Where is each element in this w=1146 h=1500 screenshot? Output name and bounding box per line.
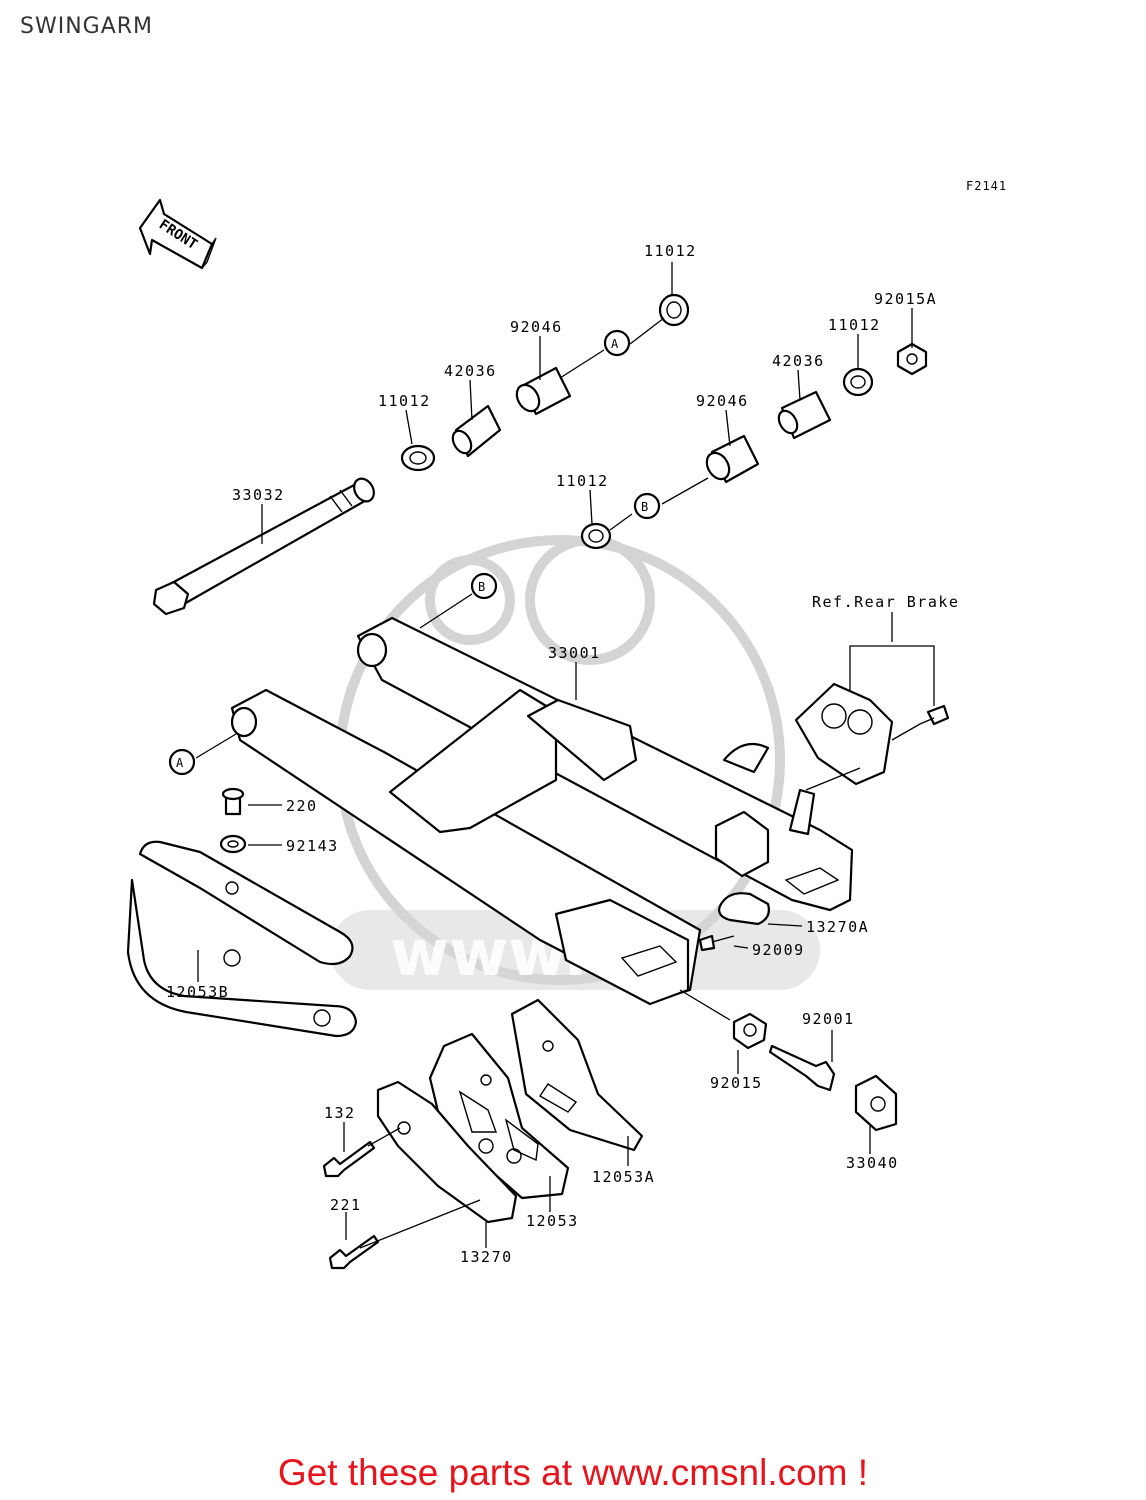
part-labels: 11012 92015A 92046 11012 42036 42036 110… — [166, 242, 959, 1266]
part-label-11012-left: 11012 — [378, 392, 431, 410]
callout-a-arm: A — [168, 748, 196, 776]
bearing-collars — [400, 293, 928, 550]
part-label-132: 132 — [324, 1104, 356, 1122]
callout-a-top: A — [603, 329, 631, 357]
bolt-221 — [328, 1234, 380, 1270]
nut-92015 — [732, 1012, 768, 1050]
bolt-92001 — [768, 1044, 836, 1092]
part-label-13270a: 13270A — [806, 918, 869, 936]
callout-b-arm-label: B — [478, 580, 486, 594]
part-label-ref-rear-brake: Ref.Rear Brake — [812, 593, 959, 611]
part-label-12053: 12053 — [526, 1212, 579, 1230]
callout-b-mid-label: B — [641, 500, 649, 514]
front-arrow-icon: FRONT — [138, 198, 217, 270]
screw-92009 — [698, 934, 735, 952]
callout-a-arm-label: A — [176, 756, 184, 770]
part-label-33040: 33040 — [846, 1154, 899, 1172]
footer-link[interactable]: Get these parts at www.cmsnl.com ! — [277, 1452, 869, 1493]
chain-slider — [126, 840, 358, 1038]
bolt-132 — [322, 1140, 376, 1178]
part-label-12053b: 12053B — [166, 983, 229, 1001]
rear-brake-plate — [794, 682, 950, 786]
clip-33040 — [854, 1074, 898, 1132]
part-label-92015a: 92015A — [874, 290, 937, 308]
part-label-92009: 92009 — [752, 941, 805, 959]
callout-a-top-label: A — [611, 337, 619, 351]
part-label-92001: 92001 — [802, 1010, 855, 1028]
leader-lines — [195, 262, 935, 1249]
part-label-92046-top: 92046 — [510, 318, 563, 336]
callout-b-arm: B — [470, 572, 498, 600]
callout-b-mid: B — [633, 492, 661, 520]
part-label-220: 220 — [286, 797, 318, 815]
part-label-92143: 92143 — [286, 837, 339, 855]
part-label-33001: 33001 — [548, 644, 601, 662]
figure-code: F2141 — [966, 179, 1007, 193]
chain-guide-assembly — [376, 998, 644, 1224]
part-label-92046-right: 92046 — [696, 392, 749, 410]
part-label-33032: 33032 — [232, 486, 285, 504]
part-label-11012-top: 11012 — [644, 242, 697, 260]
part-label-221: 221 — [330, 1196, 362, 1214]
part-label-42036-right: 42036 — [772, 352, 825, 370]
swingarm — [230, 616, 854, 1006]
part-label-92015: 92015 — [710, 1074, 763, 1092]
part-label-11012-mid-right: 11012 — [828, 316, 881, 334]
washer-92143 — [219, 834, 247, 854]
bolt-220 — [221, 787, 245, 816]
parts-diagram: www.c F2141 FRONT — [126, 179, 1007, 1270]
part-label-11012-center: 11012 — [556, 472, 609, 490]
part-label-12053a: 12053A — [592, 1168, 655, 1186]
part-label-13270: 13270 — [460, 1248, 513, 1266]
part-label-42036-left: 42036 — [444, 362, 497, 380]
swingarm-axle — [152, 477, 375, 616]
page-title: SWINGARM — [20, 14, 154, 39]
seal-13270a — [718, 892, 770, 926]
